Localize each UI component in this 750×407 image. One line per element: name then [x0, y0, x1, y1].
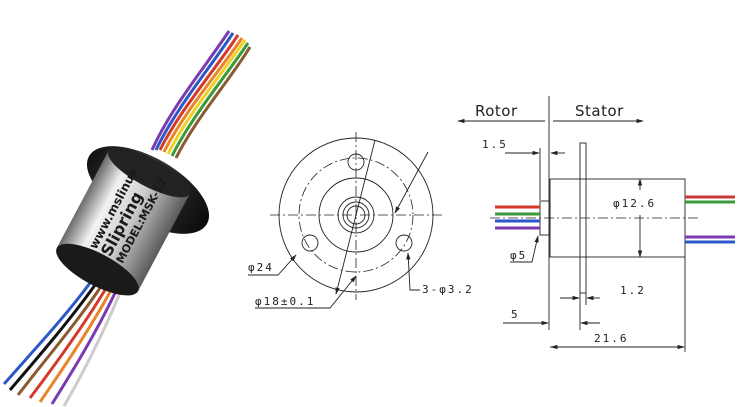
dim-flange-gap: 1.5	[482, 138, 508, 151]
side-view: Rotor Stator 1.5	[457, 96, 735, 352]
front-view: φ24 φ18±0.1 3-φ3.2	[248, 132, 474, 309]
dim-body-dia: φ12.6	[613, 197, 656, 210]
right-wires	[685, 195, 735, 244]
bottom-wire-bundle	[2, 282, 122, 407]
slipring-body	[56, 147, 191, 296]
dim-total-length: 21.6	[594, 332, 629, 345]
bolt-circle-label: φ18±0.1	[255, 295, 315, 308]
left-wires	[495, 205, 540, 230]
mounting-hole-left	[301, 234, 319, 252]
bolt-circle	[298, 157, 414, 273]
rotor-label: Rotor	[475, 102, 518, 120]
top-wire-bundle	[150, 30, 252, 159]
stator-label: Stator	[575, 102, 624, 120]
holes-label: 3-φ3.2	[422, 283, 474, 296]
dim-shaft-length: 5	[511, 308, 520, 321]
dim-shaft-dia: φ5	[510, 249, 527, 262]
mounting-hole-right	[395, 234, 413, 252]
outer-dia-label: φ24	[248, 261, 274, 274]
dim-flange-thickness: 1.2	[620, 284, 646, 297]
product-photo: www.mslinux Slipring MODEL:MSK-12	[2, 30, 252, 407]
